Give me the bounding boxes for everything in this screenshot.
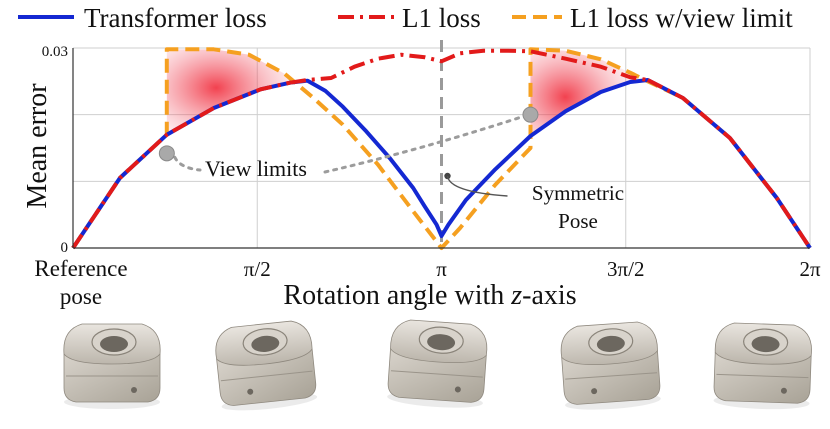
legend-label-viewlimit: L1 loss w/view limit <box>570 3 793 33</box>
x-tick-label-reference-pose: pose <box>60 284 102 309</box>
annotations <box>158 106 539 197</box>
view-limit-connector-right <box>323 115 524 174</box>
object-thumbnails <box>63 319 812 411</box>
x-axis-label: Rotation angle with z-axis <box>283 280 576 311</box>
x-axis-label-prefix: Rotation angle with <box>283 280 511 311</box>
legend-label-transformer: Transformer loss <box>84 3 267 33</box>
x-tick-label-reference: Reference <box>34 256 127 281</box>
view-limit-marker <box>522 106 539 123</box>
x-tick-labels: π/2 π 3π/2 2π <box>244 257 821 281</box>
legend-label-l1: L1 loss <box>402 3 481 33</box>
thumbnail-screw-hole <box>454 386 461 393</box>
thumbnail-hole <box>751 336 780 353</box>
symmetric-pose-label-line2: Pose <box>558 209 598 233</box>
thumbnail-screw-hole <box>780 387 787 394</box>
thumbnail-seam <box>716 373 809 379</box>
y-tick-label-top: 0.03 <box>42 44 68 60</box>
x-axis-label-suffix: -axis <box>522 280 576 311</box>
x-axis-label-italic: z <box>510 280 522 311</box>
series-line-l1-outer <box>71 80 291 250</box>
shaded-region <box>530 49 631 137</box>
shaded-regions <box>166 49 631 137</box>
shaded-region <box>166 49 290 135</box>
thumbnail-screw-hole <box>591 388 598 395</box>
symmetric-pose-pointer <box>446 175 508 197</box>
x-tick-label: π/2 <box>244 257 271 281</box>
view-limits-label: View limits <box>205 156 307 181</box>
object-thumbnail <box>713 322 812 410</box>
y-axis-label: Mean error <box>22 83 53 209</box>
thumbnail-seam <box>565 372 658 380</box>
view-limit-marker <box>158 145 175 162</box>
series-line <box>289 48 649 85</box>
object-thumbnail <box>63 323 161 409</box>
thumbnail-hole <box>100 336 128 352</box>
x-tick-label: 3π/2 <box>607 257 644 281</box>
x-tick-label: π <box>436 257 447 281</box>
object-thumbnail <box>215 320 318 411</box>
thumbnail-screw-hole <box>247 388 254 395</box>
thumbnail-seam <box>220 370 313 382</box>
thumbnail-hole <box>427 334 456 351</box>
x-tick-label: 2π <box>799 257 821 281</box>
symmetric-pose-label-line1: Symmetric <box>532 181 624 205</box>
y-tick-label-zero: 0 <box>61 240 69 256</box>
series-line-l1-outer <box>646 78 812 250</box>
legend: Transformer loss L1 loss L1 loss w/view … <box>18 3 793 33</box>
thumbnail-hole <box>596 335 625 352</box>
thumbnail-hole <box>251 335 280 352</box>
thumbnail-seam <box>390 370 483 378</box>
thumbnail-screw-hole <box>131 387 137 393</box>
object-thumbnail <box>387 319 488 408</box>
series-lines <box>71 47 812 250</box>
view-limit-connector-left <box>173 155 202 172</box>
object-thumbnail <box>560 321 661 410</box>
